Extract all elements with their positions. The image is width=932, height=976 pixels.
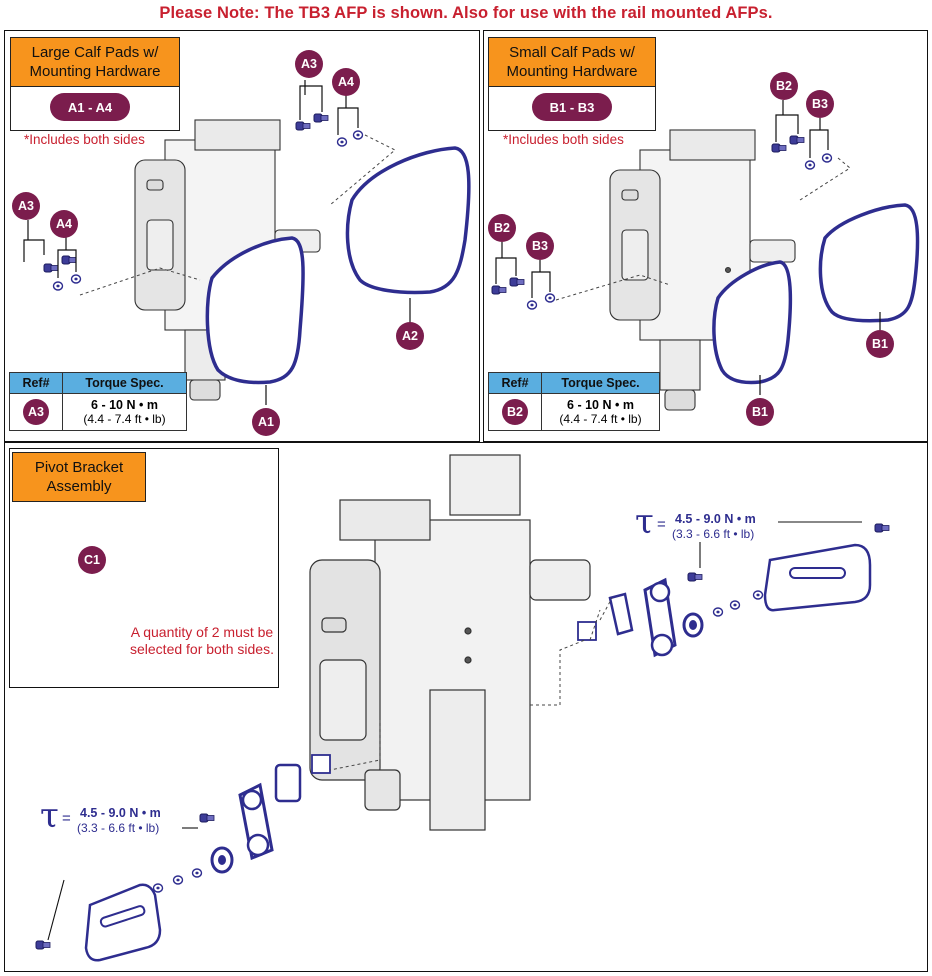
large-torque-table: Ref# Torque Spec. A3 6 - 10 N • m (4.4 -… bbox=[9, 372, 187, 431]
torque-note-left: τ = 4.5 - 9.0 N • m (3.3 - 6.6 ft • lb) bbox=[40, 796, 190, 842]
main-chair-drawing bbox=[309, 454, 591, 831]
torque-value: 4.5 - 9.0 N • m bbox=[675, 512, 756, 526]
equals-sign: = bbox=[657, 516, 666, 533]
tau-symbol: τ bbox=[40, 796, 59, 836]
page-note: Please Note: The TB3 AFP is shown. Also … bbox=[159, 4, 773, 22]
callout-a3-top: A3 bbox=[295, 50, 323, 78]
ref-badge-b2: B2 bbox=[502, 399, 528, 425]
torque-value: 6 - 10 N • m bbox=[91, 398, 158, 412]
torque-sub: (3.3 - 6.6 ft • lb) bbox=[672, 527, 755, 541]
callout-c1: C1 bbox=[78, 546, 106, 574]
quantity-note: A quantity of 2 must be selected for bot… bbox=[130, 624, 274, 657]
small-calf-pads-title: Small Calf Pads w/ Mounting Hardware bbox=[488, 37, 656, 87]
callout-b3-left: B3 bbox=[526, 232, 554, 260]
spec-cell: 6 - 10 N • m (4.4 - 7.4 ft • lb) bbox=[62, 393, 187, 431]
callout-a4-left: A4 bbox=[50, 210, 78, 238]
callout-b1-bottom: B1 bbox=[746, 398, 774, 426]
small-calf-pad-b1-right bbox=[818, 203, 920, 323]
large-calf-pads-title: Large Calf Pads w/ Mounting Hardware bbox=[10, 37, 180, 87]
ref-cell: A3 bbox=[9, 393, 63, 431]
pivot-assembly-left bbox=[35, 754, 331, 962]
torque-note-right: τ = 4.5 - 9.0 N • m (3.3 - 6.6 ft • lb) bbox=[635, 502, 785, 548]
ref-header: Ref# bbox=[488, 372, 542, 394]
ref-badge-a3: A3 bbox=[23, 399, 49, 425]
ref-cell: B2 bbox=[488, 393, 542, 431]
large-calf-pad-a2 bbox=[345, 146, 471, 295]
torque-sub: (4.4 - 7.4 ft • lb) bbox=[83, 412, 166, 426]
callout-b1-right: B1 bbox=[866, 330, 894, 358]
callout-a2: A2 bbox=[396, 322, 424, 350]
callout-b3-top: B3 bbox=[806, 90, 834, 118]
ref-header: Ref# bbox=[9, 372, 63, 394]
pivot-bracket-title: Pivot Bracket Assembly bbox=[12, 452, 146, 502]
small-torque-table: Ref# Torque Spec. B2 6 - 10 N • m (4.4 -… bbox=[488, 372, 660, 431]
small-calf-pad-b1-left bbox=[712, 260, 793, 385]
torque-sub: (4.4 - 7.4 ft • lb) bbox=[559, 412, 642, 426]
large-calf-pads-pill: A1 - A4 bbox=[50, 93, 130, 121]
tau-symbol: τ bbox=[635, 502, 654, 542]
spec-header: Torque Spec. bbox=[62, 372, 187, 394]
large-includes-note: *Includes both sides bbox=[24, 132, 145, 147]
callout-a1: A1 bbox=[252, 408, 280, 436]
callout-b2-top: B2 bbox=[770, 72, 798, 100]
pivot-assembly-right bbox=[577, 523, 890, 658]
large-calf-pad-a1 bbox=[205, 236, 305, 385]
spec-header: Torque Spec. bbox=[541, 372, 660, 394]
callout-b2-left: B2 bbox=[488, 214, 516, 242]
spec-cell: 6 - 10 N • m (4.4 - 7.4 ft • lb) bbox=[541, 393, 660, 431]
small-calf-pads-pill: B1 - B3 bbox=[532, 93, 612, 121]
equals-sign: = bbox=[62, 810, 71, 827]
small-includes-note: *Includes both sides bbox=[503, 132, 624, 147]
torque-value: 4.5 - 9.0 N • m bbox=[80, 806, 161, 820]
callout-a4-top: A4 bbox=[332, 68, 360, 96]
torque-value: 6 - 10 N • m bbox=[567, 398, 634, 412]
callout-a3-left: A3 bbox=[12, 192, 40, 220]
torque-sub: (3.3 - 6.6 ft • lb) bbox=[77, 821, 160, 835]
